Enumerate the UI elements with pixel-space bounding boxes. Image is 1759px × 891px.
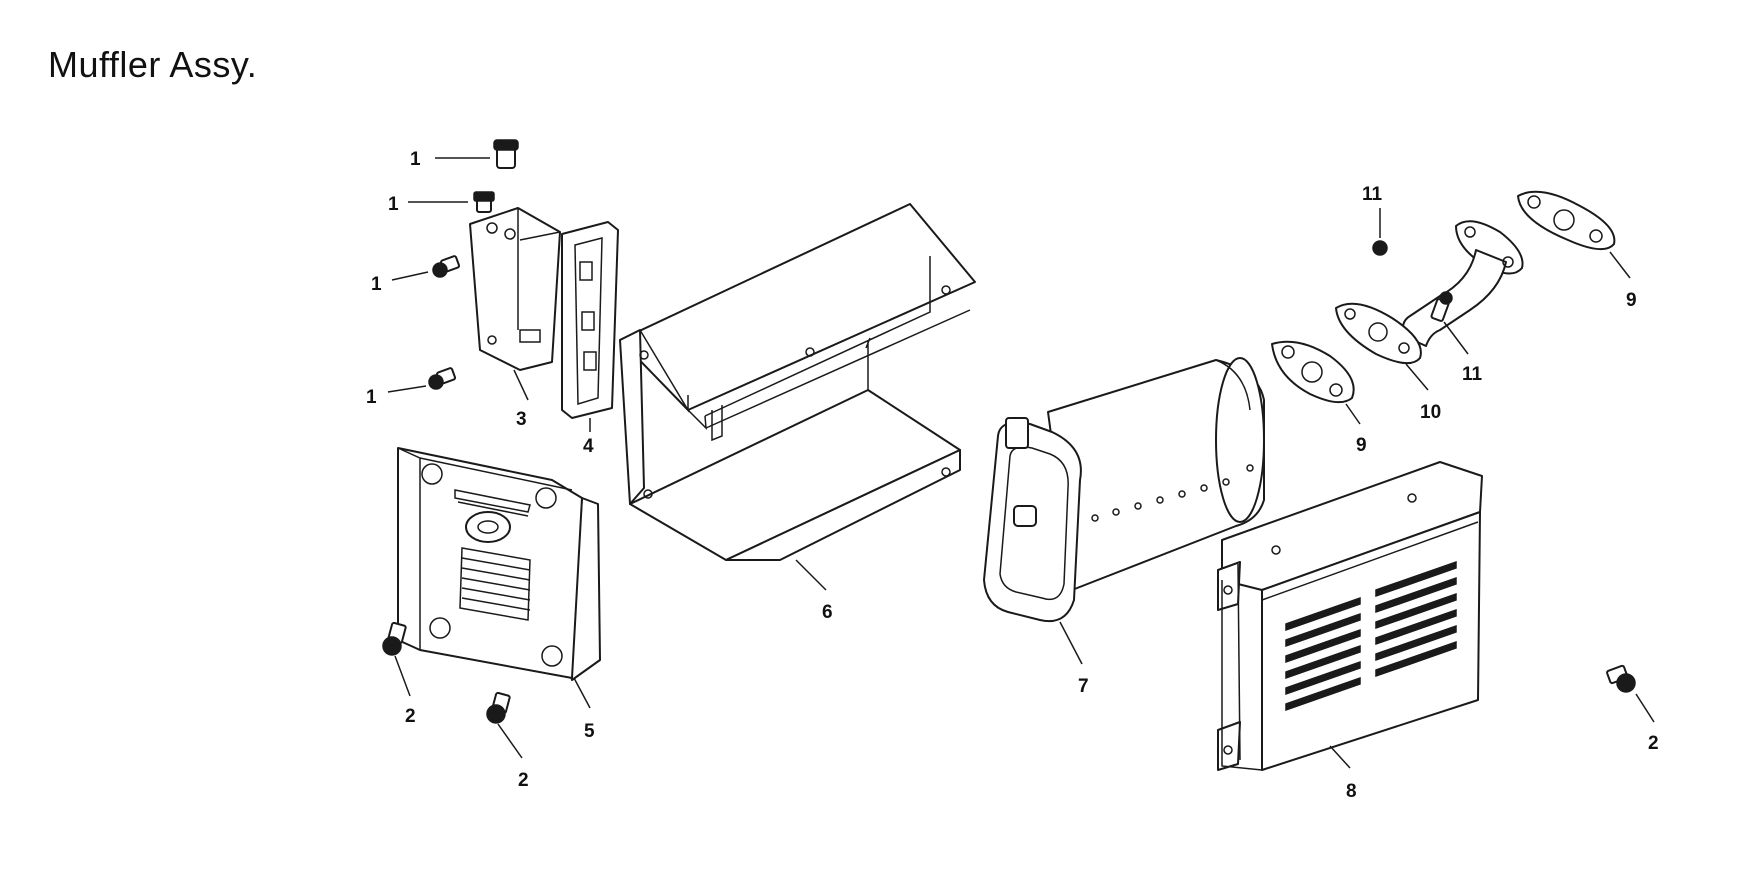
callout-9a: 9 bbox=[1356, 435, 1367, 456]
part-9-gasket-upper bbox=[1517, 190, 1616, 251]
part-1-bolt-second bbox=[473, 191, 495, 213]
leader-9a bbox=[1345, 403, 1361, 425]
leader-6 bbox=[795, 559, 827, 591]
callout-2b: 2 bbox=[518, 770, 529, 791]
callout-7: 7 bbox=[1078, 676, 1089, 697]
callout-11a: 11 bbox=[1362, 184, 1383, 205]
callout-11b: 11 bbox=[1462, 364, 1483, 385]
part-6-muffler-bracket bbox=[619, 203, 976, 561]
callout-1a: 1 bbox=[410, 149, 421, 170]
page-title: Muffler Assy. bbox=[48, 44, 258, 85]
callout-9b: 9 bbox=[1626, 290, 1637, 311]
callout-5: 5 bbox=[584, 721, 595, 742]
leader-2c bbox=[1635, 693, 1655, 723]
callout-6: 6 bbox=[822, 602, 833, 623]
leader-11b bbox=[1443, 321, 1469, 355]
part-2-bolt-middle bbox=[486, 691, 511, 724]
part-7-muffler-body bbox=[983, 357, 1265, 622]
part-9-gasket-lower bbox=[1271, 340, 1355, 404]
part-11-bolt-lower bbox=[1430, 291, 1453, 322]
part-1-bolt-third bbox=[432, 255, 461, 278]
callout-10: 10 bbox=[1420, 402, 1441, 423]
leader-1d bbox=[387, 385, 427, 393]
leader-5 bbox=[573, 677, 591, 709]
callout-4: 4 bbox=[583, 436, 594, 457]
leader-10 bbox=[1405, 363, 1429, 391]
part-3-bracket bbox=[469, 207, 561, 371]
callout-1b: 1 bbox=[388, 194, 399, 215]
part-11-nut-upper bbox=[1372, 240, 1388, 256]
callout-8: 8 bbox=[1346, 781, 1357, 802]
part-8-muffler-protector bbox=[1217, 461, 1483, 771]
part-2-bolt-right bbox=[1606, 664, 1636, 693]
part-1-bolt-fourth bbox=[428, 367, 457, 390]
callout-1c: 1 bbox=[371, 274, 382, 295]
leader-3 bbox=[513, 369, 529, 401]
leader-1c bbox=[391, 271, 429, 281]
leader-2b bbox=[497, 723, 523, 759]
callout-2c: 2 bbox=[1648, 733, 1659, 754]
part-2-bolt-left bbox=[382, 621, 407, 656]
part-1-bolt-top bbox=[493, 139, 519, 169]
part-5-end-cover bbox=[397, 447, 601, 681]
part-4-gasket bbox=[561, 221, 619, 419]
callout-3: 3 bbox=[516, 409, 527, 430]
leader-9b bbox=[1609, 251, 1631, 279]
part-10-exhaust-pipe bbox=[1335, 220, 1524, 365]
callout-1d: 1 bbox=[366, 387, 377, 408]
callout-2a: 2 bbox=[405, 706, 416, 727]
leader-7 bbox=[1059, 621, 1083, 665]
leader-8 bbox=[1329, 745, 1351, 769]
leader-2a bbox=[394, 655, 411, 697]
